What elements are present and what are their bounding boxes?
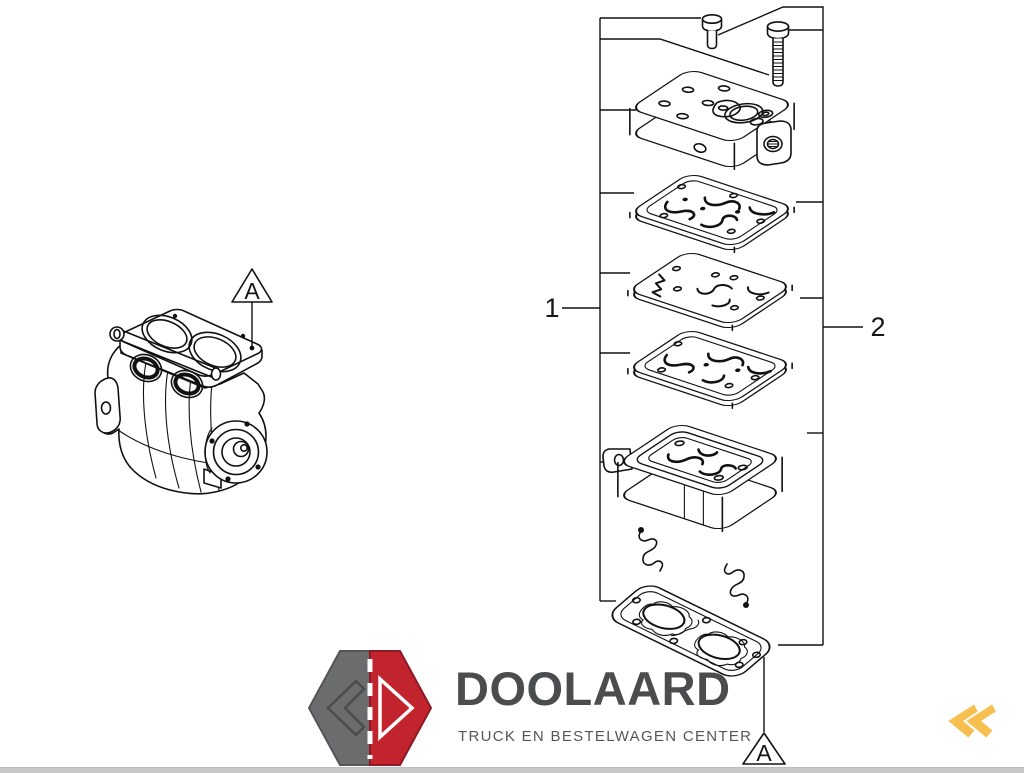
callout-2-label: 2 [870, 312, 885, 342]
marker-a-bottom-label: A [756, 740, 772, 766]
spring-clip-2-drawing [723, 563, 749, 608]
logo-text: DOOLAARD [455, 662, 731, 715]
road-hexagon-icon [307, 650, 433, 766]
lower-gasket-drawing [626, 327, 794, 410]
marker-triangle-bottom: A [742, 657, 786, 766]
valve-plate-drawing [626, 249, 794, 332]
back-button[interactable] [944, 702, 996, 742]
footer-bar [0, 767, 1024, 773]
logo-tagline: TRUCK EN BESTELWAGEN CENTER [458, 728, 753, 745]
callout-2-bracket [717, 6, 863, 646]
right-arrow-shape [378, 675, 415, 741]
marker-a-top-label: A [244, 278, 260, 304]
left-chevron-shape [326, 679, 366, 737]
logo [306, 647, 434, 773]
callout-1-label: 1 [544, 293, 559, 323]
marker-triangle-top: A [231, 268, 273, 351]
short-screw-drawing [701, 14, 723, 50]
long-screw-drawing [766, 21, 790, 87]
valve-body-drawing [584, 421, 816, 533]
double-chevron-left-icon[interactable] [944, 702, 996, 742]
spring-clip-1-drawing [638, 527, 664, 572]
compressor-assembly-drawing [94, 308, 268, 495]
cylinder-head-cover-drawing [628, 67, 796, 171]
upper-gasket-drawing [628, 171, 796, 254]
head-gasket-drawing [604, 580, 778, 682]
